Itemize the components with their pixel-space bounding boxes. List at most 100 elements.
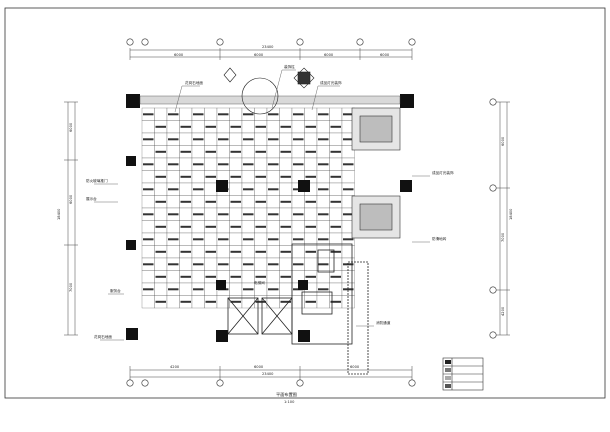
label-top-right: 成品灯光装饰 — [320, 80, 342, 85]
floor-tile — [141, 145, 155, 159]
tile-inlay — [143, 138, 154, 141]
tile-inlay — [168, 213, 179, 216]
floor-tile — [166, 120, 180, 134]
tiled-floor — [141, 107, 355, 309]
tile-inlay — [168, 163, 179, 166]
floor-tile — [291, 195, 305, 209]
grid-bubbles — [126, 38, 497, 387]
floor-tile — [229, 207, 243, 221]
tile-inlay — [243, 163, 254, 166]
floor-tile — [166, 145, 180, 159]
dim-top-seg-2: 6000 — [254, 53, 264, 57]
tile-inlay — [218, 113, 229, 116]
tile-inlay — [230, 300, 241, 303]
floor-tile — [229, 282, 243, 296]
tile-inlay — [343, 188, 354, 191]
top-wall — [139, 95, 401, 105]
drawing-title: 平面布置图 — [276, 391, 297, 398]
floor-tile — [141, 220, 155, 234]
label-bottom-left-1: 服务台 — [110, 288, 121, 293]
floor-tile — [166, 195, 180, 209]
tile-inlay — [318, 263, 329, 266]
dim-top-total: 23400 — [262, 45, 274, 49]
tile-inlay — [255, 125, 266, 128]
tile-inlay — [193, 188, 204, 191]
floor-tile — [179, 132, 193, 146]
tile-inlay — [268, 163, 279, 166]
tile-inlay — [255, 150, 266, 153]
tile-inlay — [205, 275, 216, 278]
floor-tile — [329, 282, 343, 296]
tile-inlay — [143, 238, 154, 241]
tile-inlay — [343, 213, 354, 216]
floor-tile — [204, 107, 218, 121]
label-right-2: 防滑地砖 — [432, 236, 447, 241]
floor-tile — [191, 270, 205, 284]
floor-tile — [279, 107, 293, 121]
tile-inlay — [330, 275, 341, 278]
tile-inlay — [155, 175, 166, 178]
tile-inlay — [268, 238, 279, 241]
tile-inlay — [180, 275, 191, 278]
tile-inlay — [143, 263, 154, 266]
floor-tile — [291, 220, 305, 234]
floor-tile — [141, 270, 155, 284]
floor-tile — [229, 132, 243, 146]
floor-tile — [279, 257, 293, 271]
tile-inlay — [168, 288, 179, 291]
floor-tile — [179, 157, 193, 171]
floor-tile — [254, 132, 268, 146]
floor-tile — [179, 257, 193, 271]
legend-swatches — [445, 360, 451, 388]
label-mid: 电梯间 — [254, 280, 265, 285]
drawing-border — [4, 7, 606, 399]
tile-inlay — [180, 225, 191, 228]
floor-tile — [191, 245, 205, 259]
dim-left-seg-3: 7000 — [69, 282, 73, 292]
tile-inlay — [230, 175, 241, 178]
floor-tile — [204, 282, 218, 296]
dim-bottom-total: 23400 — [262, 372, 274, 376]
elevator-rooms — [227, 243, 369, 375]
drawing-scale: 1:100 — [284, 400, 295, 404]
tile-inlay — [168, 113, 179, 116]
tile-inlay — [143, 113, 154, 116]
tile-inlay — [205, 150, 216, 153]
tile-inlay — [268, 188, 279, 191]
tile-inlay — [193, 288, 204, 291]
tile-inlay — [280, 300, 291, 303]
tile-inlay — [293, 213, 304, 216]
floor-tile — [254, 207, 268, 221]
floor-tile — [291, 145, 305, 159]
tile-inlay — [305, 300, 316, 303]
tile-inlay — [305, 150, 316, 153]
tile-inlay — [305, 125, 316, 128]
label-left-1: 防火玻璃推门 — [86, 178, 108, 183]
floor-tile — [166, 170, 180, 184]
tile-inlay — [268, 138, 279, 141]
tile-inlay — [280, 275, 291, 278]
floor-tile — [266, 195, 280, 209]
dim-left-total: 18400 — [57, 208, 61, 220]
floor-tile — [154, 282, 168, 296]
floor-tile — [191, 195, 205, 209]
tile-inlay — [318, 213, 329, 216]
tile-inlay — [180, 175, 191, 178]
floor-tile — [141, 120, 155, 134]
floor-tile — [279, 182, 293, 196]
floor-tile — [279, 232, 293, 246]
tile-inlay — [143, 288, 154, 291]
tile-inlay — [343, 163, 354, 166]
tile-inlay — [243, 138, 254, 141]
tile-inlay — [218, 213, 229, 216]
tile-inlay — [205, 175, 216, 178]
tile-inlay — [193, 138, 204, 141]
tile-inlay — [243, 188, 254, 191]
tile-inlay — [230, 125, 241, 128]
tile-inlay — [318, 238, 329, 241]
tile-inlay — [155, 300, 166, 303]
label-bottom-right: 消防通道 — [376, 320, 391, 325]
tile-inlay — [330, 150, 341, 153]
tile-inlay — [280, 225, 291, 228]
tile-inlay — [180, 125, 191, 128]
